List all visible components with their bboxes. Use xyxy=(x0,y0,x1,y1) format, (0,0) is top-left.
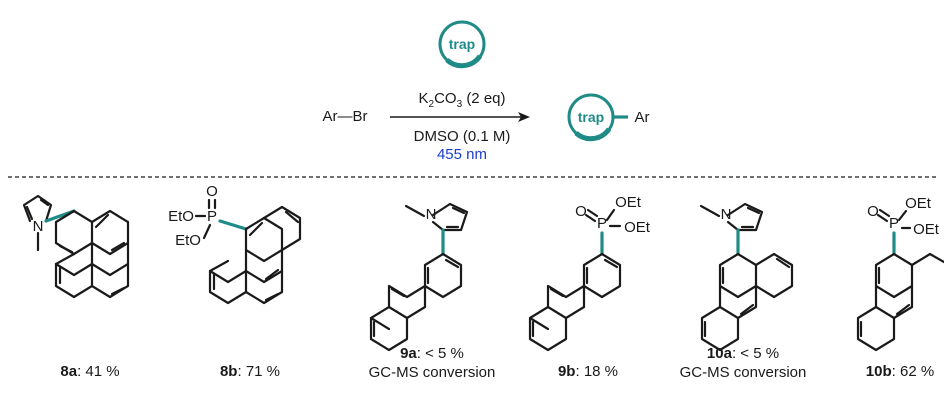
product-trap-circle: trap xyxy=(567,93,615,142)
atom-o-8b: O xyxy=(206,183,218,200)
reaction-arrow-head xyxy=(518,112,530,122)
label-8a: 8a: 41 % xyxy=(60,363,119,380)
atom-eto-8b-1: EtO xyxy=(168,208,194,225)
structure-10b: O P OEt OEt xyxy=(856,195,944,352)
atom-n-10a: N xyxy=(721,206,732,223)
structure-9b: O P OEt OEt xyxy=(528,194,651,352)
structure-10a: N xyxy=(699,202,794,352)
atom-p-9b: P xyxy=(597,215,607,232)
label-10a: 10a: < 5 % xyxy=(707,345,779,362)
atom-oet-10b-2: OEt xyxy=(913,221,940,238)
atom-oet-9b-1: OEt xyxy=(615,194,642,211)
structure-8b: O P EtO EtO xyxy=(168,183,302,305)
note-9a: GC-MS conversion xyxy=(369,364,496,381)
label-10b: 10b: 62 % xyxy=(866,363,934,380)
atom-eto-8b-2: EtO xyxy=(175,232,201,249)
solvent-label: DMSO (0.1 M) xyxy=(414,128,511,145)
atom-p-10b: P xyxy=(889,215,899,232)
trap-reagent-circle: trap xyxy=(438,20,486,69)
atom-n-8a: N xyxy=(33,218,44,235)
product-trap-label: trap xyxy=(578,109,604,125)
structure-8a: N xyxy=(22,194,130,299)
reagent-conditions: K2CO3 (2 eq) xyxy=(419,90,506,110)
atom-n-9a: N xyxy=(426,206,437,223)
structure-9a: N xyxy=(369,202,469,352)
atom-o-10b: O xyxy=(867,203,879,220)
label-8b: 8b: 71 % xyxy=(220,363,280,380)
substrate-label: Ar—Br xyxy=(323,108,368,125)
reaction-header: trap Ar—Br K2CO3 (2 eq) DMSO (0.1 M) 455… xyxy=(323,20,650,163)
label-9b: 9b: 18 % xyxy=(558,363,618,380)
atom-p-8b: P xyxy=(207,208,217,225)
atom-oet-10b-1: OEt xyxy=(905,195,932,212)
atom-o-9b: O xyxy=(575,203,587,220)
note-10a: GC-MS conversion xyxy=(680,364,807,381)
label-9a: 9a: < 5 % xyxy=(400,345,464,362)
atom-oet-9b-2: OEt xyxy=(624,219,651,236)
product-ar-label: Ar xyxy=(635,109,650,126)
wavelength-label: 455 nm xyxy=(437,146,487,163)
trap-reagent-label: trap xyxy=(449,36,475,52)
